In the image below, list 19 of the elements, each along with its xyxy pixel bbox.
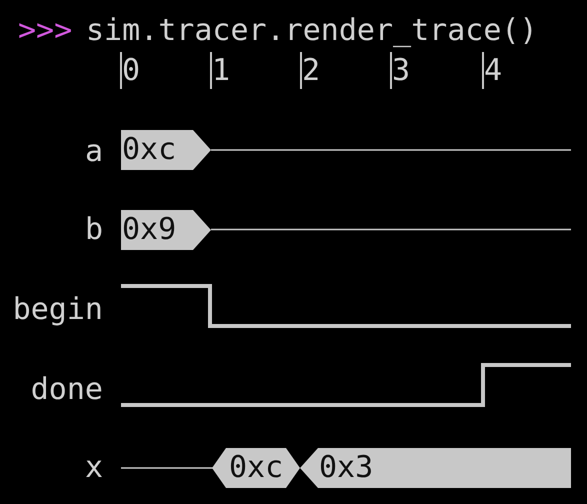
signal-name: begin [12,292,103,328]
value-text: 0x3 [319,449,374,487]
value-tag [121,130,211,170]
signal-name: b [84,212,103,248]
value-text: 0xc [229,449,284,487]
time-tick-label: 4 [484,52,502,89]
signal-name: done [30,372,103,408]
value-tag [212,448,300,488]
time-tick-label: 1 [212,52,230,89]
time-tick-label: 0 [122,52,140,89]
time-tick-label: 3 [392,52,410,89]
value-text: 0xc [122,131,176,169]
command-text: sim.tracer.render_trace() [86,12,538,49]
value-text: 0x9 [122,211,176,249]
prompt-marker: >>> [18,12,72,49]
time-tick-label: 2 [302,52,320,89]
value-tag [121,210,211,250]
signal-name: x [84,450,103,486]
signal-name: a [84,134,103,170]
